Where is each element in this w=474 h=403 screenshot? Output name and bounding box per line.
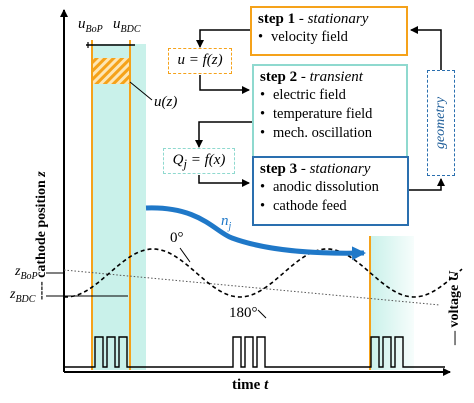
step-3-list: anodic dissolution cathode feed [260,178,401,216]
step-1-header: step 1 - stationary [258,11,369,27]
step-2-item: temperature field [260,105,400,124]
connector-step3-to-geometry [409,178,445,191]
cathode-position-curve [63,248,463,298]
step-2-list: electric field temperature field mech. o… [260,86,400,143]
step-1-number: step 1 [258,11,296,27]
z-bop-label: zBoP [15,264,38,282]
shaded-band-right [370,236,414,370]
phase-180-label: 180° [229,305,258,321]
connector-step1-to-eq-u [196,29,250,48]
voltage-pulses [64,336,445,368]
step-3-header: step 3 - stationary [260,161,371,177]
eq-q-sub: j [183,157,187,171]
step-3-number: step 3 [260,161,298,177]
shaded-band-left [92,44,146,370]
step-2-item: mech. oscillation [260,124,400,143]
u-bdc-label: uBDC [113,16,141,35]
step-1-list: velocity field [258,28,400,47]
y-axis-right-title: — voltage U [447,271,462,345]
deg180-leader [257,309,267,319]
u-bop-label: uBoP [78,16,103,35]
step-2-item: electric field [260,86,400,105]
deg0-leader [179,247,191,263]
geometry-label: geometry [433,96,448,150]
connector-eq-q-to-step3 [198,175,250,187]
step-2-number: step 2 [260,69,298,85]
y-axis-left-title: ---- cathode position z [34,171,49,300]
step-1-mode: stationary [307,11,369,27]
eq-u-lhs: u [177,52,185,68]
step-3-box: step 3 - stationary anodic dissolution c… [252,156,409,226]
u-of-z-label: u(z) [154,94,178,110]
phase-0-label: 0° [170,230,184,246]
connector-geometry-to-step1 [410,26,442,70]
equation-u-box: u = f(z) [168,48,232,74]
geometry-box: geometry [427,70,455,176]
nj-arrow [145,205,366,261]
x-axis-title: time t [232,377,269,393]
step-1-box: step 1 - stationary velocity field [250,6,408,56]
z-bdc-label: zBDC [10,287,36,305]
connector-step2-to-eq-q [195,121,252,148]
eq-q-rhs: f(x) [204,152,226,168]
step-3-mode: stationary [309,161,371,177]
step-1-item: velocity field [258,28,400,47]
connector-eq-u-to-step2 [199,75,250,94]
step-2-box: step 2 - transient electric field temper… [252,64,408,158]
step-3-item: cathode feed [260,197,401,216]
step-2-mode: transient [309,69,363,85]
step-3-item: anodic dissolution [260,178,401,197]
u-of-z-leader [129,81,153,101]
hatched-region [92,58,130,84]
step-2-header: step 2 - transient [260,69,363,85]
nj-label: nj [221,213,232,232]
equation-q-box: Qj = f(x) [163,148,235,174]
eq-u-rhs: f(z) [202,52,223,68]
eq-q-lhs: Q [172,152,184,168]
